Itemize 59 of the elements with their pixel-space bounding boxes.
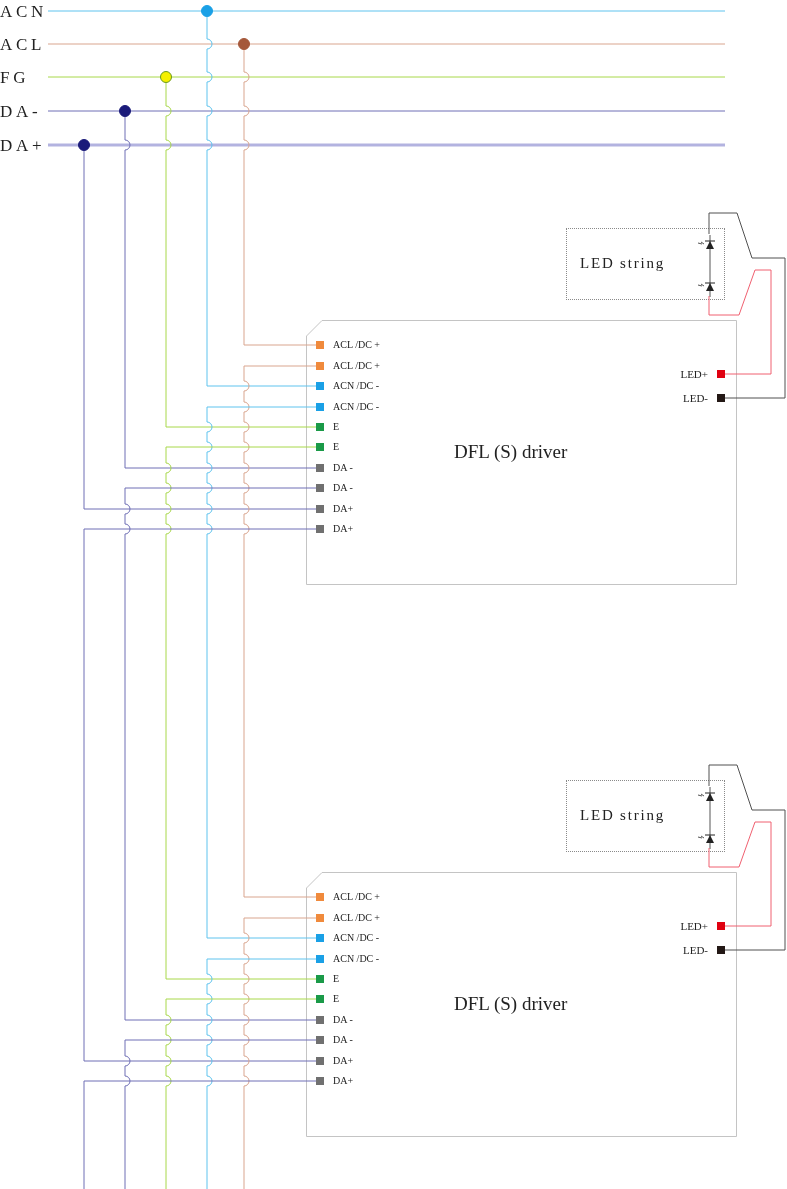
terminal-label: LED+ (680, 368, 708, 380)
wire (47, 10, 726, 12)
wire (47, 110, 726, 112)
wire (206, 406, 317, 939)
driver-label: DFL (S) driver (454, 442, 568, 461)
bus-label: ACL (0, 34, 46, 54)
terminal-label: ACN /DC - (333, 381, 380, 391)
terminal-label: ACL /DC + (333, 913, 380, 923)
terminal-label: ACL /DC + (333, 340, 380, 350)
terminal-label: ACL /DC + (333, 892, 380, 902)
terminal-label: E (333, 994, 340, 1004)
terminal-label: DA+ (333, 1076, 354, 1086)
terminal-label: DA+ (333, 524, 354, 534)
terminal-label: DA - (333, 1035, 353, 1045)
wire (708, 764, 786, 951)
terminal-label: DA - (333, 463, 353, 473)
terminal-label: DA+ (333, 504, 354, 514)
terminal-label: ACN /DC - (333, 933, 380, 943)
led-string-label: LED string (580, 256, 666, 271)
wire (708, 269, 772, 375)
terminal-label: E (333, 442, 340, 452)
wire (83, 1080, 317, 1189)
terminal-label: ACN /DC - (333, 402, 380, 412)
terminal-label: LED+ (680, 920, 708, 932)
terminal-label: E (333, 974, 340, 984)
terminal-label: LED- (682, 392, 708, 404)
bus-label: DA+ (0, 135, 46, 155)
wire (124, 116, 317, 469)
terminal-label: DA+ (333, 1056, 354, 1066)
bus-label: FG (0, 67, 46, 87)
wire (165, 998, 317, 1189)
led-string-label: LED string (580, 808, 666, 823)
led-string-box (566, 780, 725, 852)
wire (83, 150, 317, 510)
wire (83, 528, 317, 1062)
bus-label: ACN (0, 1, 46, 21)
wire (206, 16, 317, 387)
wire (47, 43, 726, 45)
bus-label: DA- (0, 101, 46, 121)
terminal-label: ACL /DC + (333, 361, 380, 371)
terminal-label: DA - (333, 483, 353, 493)
terminal-label: ACN /DC - (333, 954, 380, 964)
led-string-box (566, 228, 725, 300)
wire (165, 82, 317, 428)
wire (206, 958, 317, 1189)
terminal-label: LED- (682, 944, 708, 956)
wire (47, 76, 726, 78)
wire (243, 49, 317, 346)
wire (48, 143, 725, 147)
wire (708, 212, 786, 399)
terminal-label: E (333, 422, 340, 432)
wire (243, 365, 317, 898)
wire (124, 487, 317, 1021)
wire (124, 1039, 317, 1189)
wire (165, 446, 317, 980)
driver-label: DFL (S) driver (454, 994, 568, 1013)
wire (243, 917, 317, 1189)
wire (708, 821, 772, 927)
terminal-label: DA - (333, 1015, 353, 1025)
